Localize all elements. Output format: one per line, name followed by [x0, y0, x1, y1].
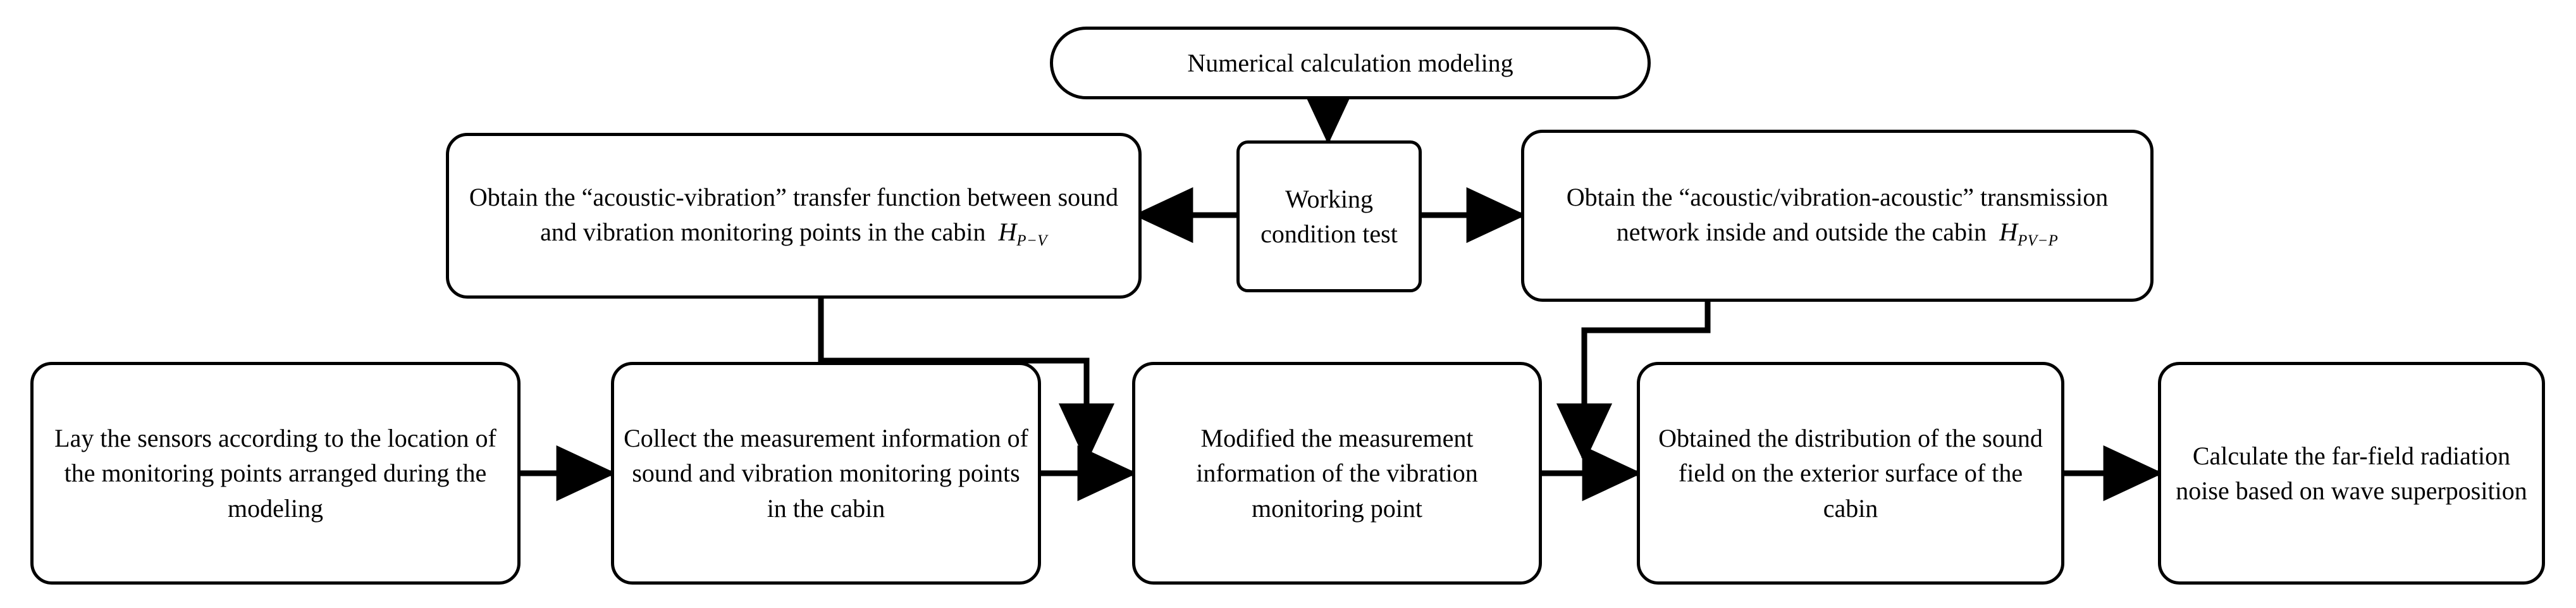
- node-label: Numerical calculation modeling: [1187, 48, 1513, 77]
- node-label: Modified the measurement information of …: [1196, 424, 1478, 523]
- node-label-text: Obtain the “acoustic-vibration” transfer…: [469, 182, 1119, 247]
- node-label: Working condition test: [1260, 184, 1398, 248]
- node-step1-lay-sensors[interactable]: Lay the sensors according to the locatio…: [30, 362, 521, 585]
- node-working-condition-test[interactable]: Working condition test: [1236, 140, 1422, 292]
- node-label: Calculate the far-field radiation noise …: [2176, 441, 2527, 505]
- node-label: Lay the sensors according to the locatio…: [54, 424, 496, 523]
- symbol-h-base: H: [998, 218, 1017, 247]
- node-step3-modify-measurement[interactable]: Modified the measurement information of …: [1132, 362, 1542, 585]
- node-label: Obtained the distribution of the sound f…: [1658, 424, 2043, 523]
- node-label: Obtain the “acoustic/vibration-acoustic”…: [1533, 180, 2142, 252]
- node-step2-collect-measurement[interactable]: Collect the measurement information of s…: [611, 362, 1041, 585]
- node-transmission-network-hpvp[interactable]: Obtain the “acoustic/vibration-acoustic”…: [1521, 130, 2154, 302]
- symbol-h-subscript: PV−P: [2018, 232, 2059, 249]
- node-numerical-calculation-modeling[interactable]: Numerical calculation modeling: [1050, 27, 1651, 99]
- node-label: Obtain the “acoustic-vibration” transfer…: [458, 180, 1130, 252]
- symbol-h-subscript: P−V: [1016, 232, 1047, 249]
- symbol-h-base: H: [1999, 218, 2018, 247]
- node-label: Collect the measurement information of s…: [624, 424, 1028, 523]
- node-transfer-function-hpv[interactable]: Obtain the “acoustic-vibration” transfer…: [446, 133, 1142, 299]
- node-label-text: Obtain the “acoustic/vibration-acoustic”…: [1566, 182, 2109, 247]
- node-step4-sound-field[interactable]: Obtained the distribution of the sound f…: [1637, 362, 2064, 585]
- node-step5-far-field[interactable]: Calculate the far-field radiation noise …: [2158, 362, 2545, 585]
